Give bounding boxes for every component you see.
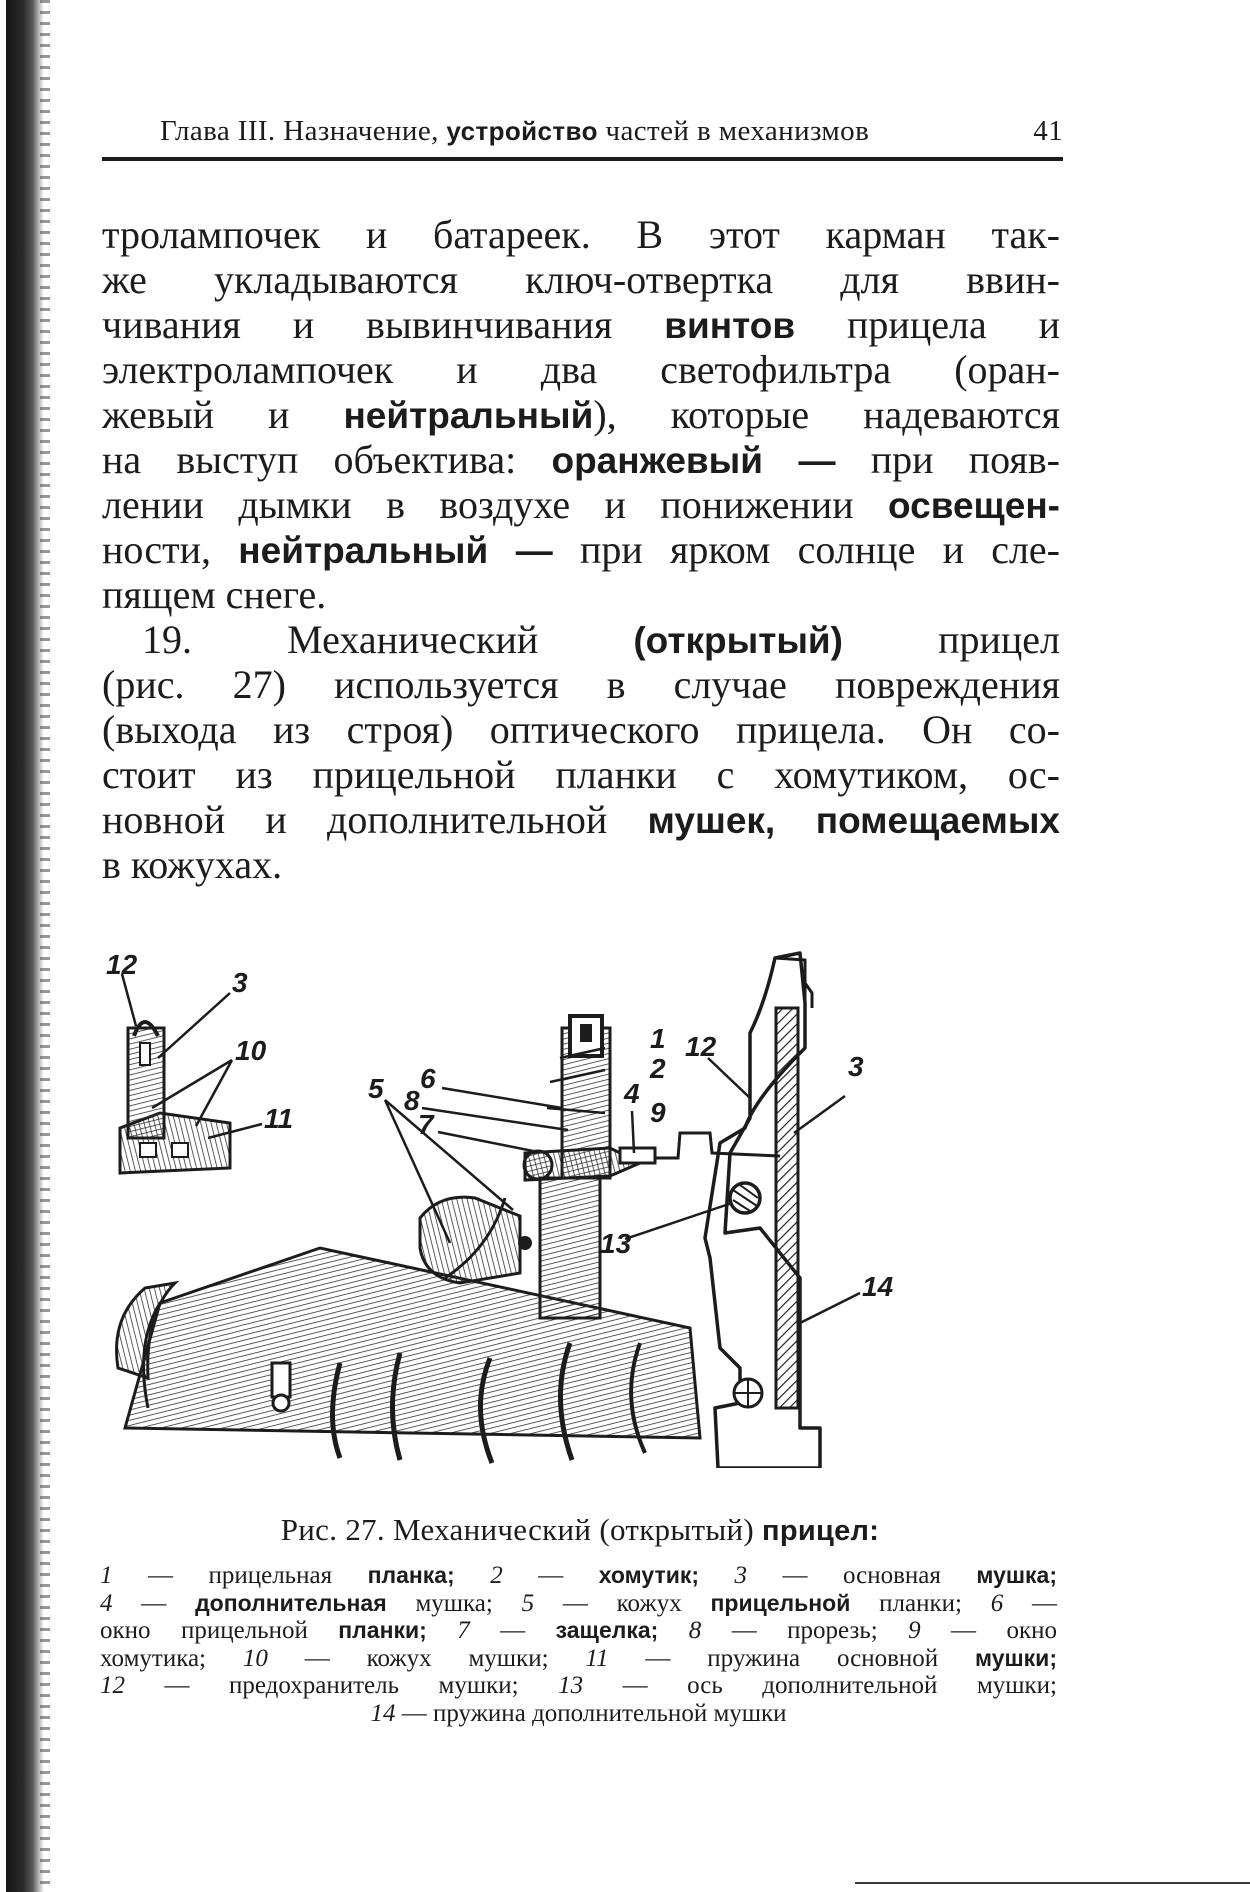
header-rule (102, 157, 1063, 161)
label-12-left: 12 (106, 949, 138, 980)
label-4: 4 (623, 1078, 640, 1109)
sight-section-drawing (618, 951, 861, 1468)
label-1: 1 (650, 1023, 666, 1054)
text-line: пящем снеге. (102, 572, 327, 617)
label-12-right: 12 (685, 1031, 717, 1062)
legend-line: окно прицельной планки; 7 — защелка; 8 —… (100, 1617, 1058, 1644)
legend-line: 4 — дополнительная мушка; 5 — кожух приц… (100, 1589, 1058, 1617)
legend-line: 1 — прицельная планка; 2 — хомутик; 3 — … (100, 1562, 1058, 1589)
label-11: 11 (264, 1103, 293, 1134)
paragraph-2: 19. Механический (открытый) прицел(рис. … (102, 617, 1060, 887)
label-9: 9 (650, 1097, 666, 1128)
legend-line: 14 — пружина дополнительной мушки (370, 1699, 787, 1727)
running-header: Глава III. Назначение, устройство частей… (160, 115, 1063, 148)
text-line: чивания и вывинчивания винтов прицела и (102, 302, 1061, 347)
text-line: новной и дополнительной мушек, помещаемы… (102, 797, 1061, 842)
label-10: 10 (235, 1035, 267, 1066)
paragraph-1: тролампочек и батареек. В этот карман та… (102, 212, 1060, 617)
text-line: электролампочек и два светофильтра (оран… (102, 347, 1060, 392)
text-line: же укладываются ключ-отвертка для ввин- (102, 257, 1060, 302)
label-14: 14 (862, 1271, 894, 1302)
text-line: (выхода из строя) оптического прицела. О… (102, 707, 1060, 752)
text-line: в кожухах. (102, 842, 283, 887)
figure-legend: 1 — прицельная планка; 2 — хомутик; 3 — … (100, 1562, 1057, 1727)
chapter-title: Глава III. Назначение, устройство частей… (160, 115, 870, 147)
label-3-right: 3 (848, 1051, 864, 1082)
text-line: лении дымки в воздухе и понижении освеще… (102, 482, 1060, 527)
text-line: 19. Механический (открытый) прицел (142, 617, 1061, 662)
text-line: ности, нейтральный — при ярком солнце и … (102, 527, 1060, 572)
legend-line: хомутика; 10 — кожух мушки; 11 — пружина… (100, 1644, 1057, 1672)
text-line: тролампочек и батареек. В этот карман та… (102, 212, 1060, 257)
figure-labels: 12 3 10 11 6 1 8 2 7 9 5 12 3 4 13 14 (106, 949, 894, 1302)
label-13: 13 (600, 1228, 632, 1259)
body-text: тролампочек и батареек. В этот карман та… (102, 212, 1060, 887)
figure-caption: Рис. 27. Механический (открытый) прицел: (280, 1512, 880, 1547)
label-7: 7 (418, 1109, 435, 1140)
label-8: 8 (404, 1085, 420, 1116)
figure-27-sight-drawing: 12 3 10 11 6 1 8 2 7 9 5 12 3 4 13 14 (106, 949, 894, 1468)
label-6: 6 (420, 1063, 436, 1094)
sight-perspective-drawing (115, 973, 702, 1464)
label-5: 5 (368, 1073, 384, 1104)
legend-line: 12 — предохранитель мушки; 13 — ось допо… (100, 1672, 1057, 1699)
page-bottom-edge (855, 1882, 1250, 1884)
text-line: жевый и нейтральный), которые надеваются (102, 392, 1060, 437)
text-line: стоит из прицельной планки с хомутиком, … (102, 752, 1060, 797)
label-3-left: 3 (232, 967, 248, 998)
label-2: 2 (649, 1053, 666, 1084)
text-line: на выступ объектива: оранжевый — при поя… (102, 437, 1060, 482)
text-line: (рис. 27) используется в случае поврежде… (102, 662, 1060, 707)
book-binding-edge (6, 0, 50, 1892)
page-number: 41 (1033, 115, 1063, 147)
